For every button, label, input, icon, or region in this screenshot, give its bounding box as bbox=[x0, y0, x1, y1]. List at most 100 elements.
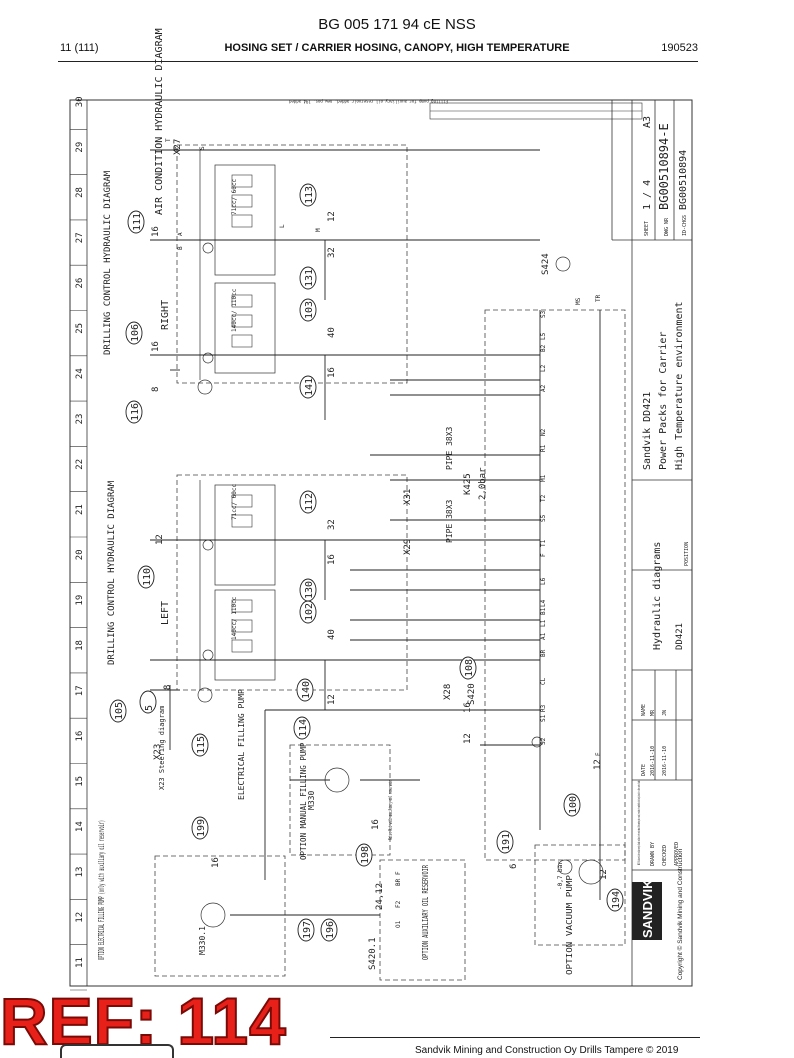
port-label: CL bbox=[540, 677, 547, 685]
spool-symbols bbox=[231, 174, 253, 653]
svg-text:116: 116 bbox=[130, 403, 141, 421]
port-label: MS bbox=[575, 297, 582, 305]
grid-number: 13 bbox=[75, 867, 85, 878]
line-size-label: 40 bbox=[327, 629, 337, 640]
line-size-label: 12 bbox=[327, 211, 337, 222]
pump-r2-label: 71cc/ 60cc bbox=[231, 178, 238, 215]
svg-text:112: 112 bbox=[304, 493, 315, 511]
drilling-control-left-label: DRILLING CONTROL HYDRAULIC DIAGRAM bbox=[107, 480, 117, 665]
line-size-label: 12 bbox=[599, 869, 609, 880]
revision-table bbox=[429, 102, 643, 120]
port-label: M1 bbox=[540, 474, 547, 482]
grid-number: 23 bbox=[75, 414, 85, 425]
x31-label: X31 bbox=[403, 489, 413, 505]
svg-text:114: 114 bbox=[298, 719, 309, 737]
line-size-label: 32 bbox=[327, 519, 337, 530]
port-label: TR bbox=[595, 294, 602, 302]
port-label: L5 bbox=[540, 332, 547, 340]
k425-label: K425 bbox=[463, 473, 473, 495]
hose-ref-bubble: 113 bbox=[299, 183, 317, 207]
grid-number: 25 bbox=[75, 323, 85, 334]
grid-number: 20 bbox=[75, 549, 85, 560]
pump-r1-label: 140cc/ 110cc bbox=[231, 288, 238, 332]
svg-text:100: 100 bbox=[568, 796, 579, 814]
svg-text:199: 199 bbox=[196, 819, 207, 837]
revision-text: Filling pump for auxiliary oil reservoir… bbox=[288, 99, 448, 104]
port-label: S5 bbox=[540, 514, 547, 522]
pump-blocks bbox=[197, 150, 604, 928]
grid-number: 12 bbox=[75, 912, 85, 923]
sandvik-logo: SANDVIK bbox=[640, 879, 655, 938]
line-size-label: 12 bbox=[327, 694, 337, 705]
aux-reservoir-label: OPTION AUXILIARY OIL RESERVOIR bbox=[421, 865, 430, 960]
port-label: F2 bbox=[395, 900, 402, 908]
manual-filling-pump-label: OPTION MANUAL FILLING PUMP bbox=[299, 742, 308, 860]
hose-ref-bubble: 196 bbox=[320, 918, 338, 942]
drilling-control-right-label: DRILLING CONTROL HYDRAULIC DIAGRAM bbox=[103, 170, 113, 355]
checked-date: 2016-11-10 bbox=[662, 746, 668, 776]
grid-number: 17 bbox=[75, 685, 85, 696]
grid-number: 24 bbox=[75, 368, 85, 379]
vacuum-pump-label: OPTION VACUUM PUMP bbox=[565, 875, 574, 975]
line-size-label: 24,12 bbox=[375, 883, 385, 910]
port-label: F bbox=[540, 553, 547, 557]
svg-text:191: 191 bbox=[501, 833, 512, 851]
electrical-filling-pump-option-label: OPTION ELECTRICAL FILLING PUMP (only wit… bbox=[97, 820, 106, 960]
svg-text:131: 131 bbox=[304, 269, 315, 287]
port-label: O1 bbox=[395, 920, 402, 928]
hose-ref-bubble: 105 bbox=[109, 699, 127, 723]
port-label: BR bbox=[395, 878, 402, 886]
notice-text: NOTICE! This document is the exclusive p… bbox=[637, 780, 641, 865]
hose-ref-bubble: 194 bbox=[606, 888, 624, 912]
hose-ref-bubble: 111 bbox=[127, 210, 145, 234]
model-name: DD421 bbox=[675, 623, 685, 650]
port-label: L2 bbox=[540, 364, 547, 372]
diagram-name: Hydraulic diagrams bbox=[652, 542, 663, 650]
line-size-label: 16 bbox=[211, 857, 221, 868]
port-label: E bbox=[595, 752, 602, 756]
svg-text:141: 141 bbox=[304, 378, 315, 396]
grid-number: 11 bbox=[75, 957, 85, 968]
company-name: Sandvik DD421 bbox=[642, 392, 653, 470]
grid-number: 16 bbox=[75, 731, 85, 742]
port-label: L4 bbox=[540, 599, 547, 607]
hose-ref-bubble: 5 bbox=[139, 690, 157, 714]
line-size-label: 16 bbox=[327, 367, 337, 378]
grid-number: 27 bbox=[75, 232, 85, 243]
x29-label: X29 bbox=[403, 539, 413, 555]
name-header: NAME bbox=[641, 704, 647, 716]
hose-ref-bubble: 198 bbox=[355, 843, 373, 867]
port-label: S bbox=[199, 146, 206, 150]
hose-ref-bubble: 130 bbox=[299, 578, 317, 602]
hose-ref-bubble: 102 bbox=[299, 600, 317, 624]
line-size-label: 8 bbox=[151, 387, 161, 392]
checked-label: CHECKED bbox=[662, 845, 668, 866]
hose-ref-bubble: 116 bbox=[125, 400, 143, 424]
grid-number: 14 bbox=[75, 821, 85, 832]
hose-ref-bubble: 103 bbox=[299, 298, 317, 322]
svg-text:194: 194 bbox=[611, 891, 622, 909]
line-size-label: 16 bbox=[371, 819, 381, 830]
m330-1-label: M330.1 bbox=[198, 926, 207, 955]
port-label: B1 bbox=[540, 607, 547, 615]
line-size-label: 16 bbox=[151, 226, 161, 237]
line-size-label: 40 bbox=[327, 327, 337, 338]
port-label: P bbox=[173, 146, 180, 150]
m330-label: M330 bbox=[307, 791, 316, 810]
document-id: BG 005 171 94 cE NSS bbox=[318, 16, 476, 33]
port-label: L bbox=[279, 224, 286, 228]
grid-number: 28 bbox=[75, 187, 85, 198]
line-size-label: 16 bbox=[151, 341, 161, 352]
x28-label: X28 bbox=[443, 684, 453, 700]
port-label: T2 bbox=[540, 494, 547, 502]
grid-number: 30 bbox=[75, 96, 85, 107]
svg-text:105: 105 bbox=[114, 702, 125, 720]
line-size-label: 8 bbox=[163, 685, 173, 690]
svg-text:196: 196 bbox=[325, 921, 336, 939]
desc-2: High Temperature environment bbox=[674, 301, 685, 470]
line-size-label: 6 bbox=[509, 864, 519, 869]
port-label: A2 bbox=[540, 384, 547, 392]
port-label: M bbox=[315, 228, 322, 232]
